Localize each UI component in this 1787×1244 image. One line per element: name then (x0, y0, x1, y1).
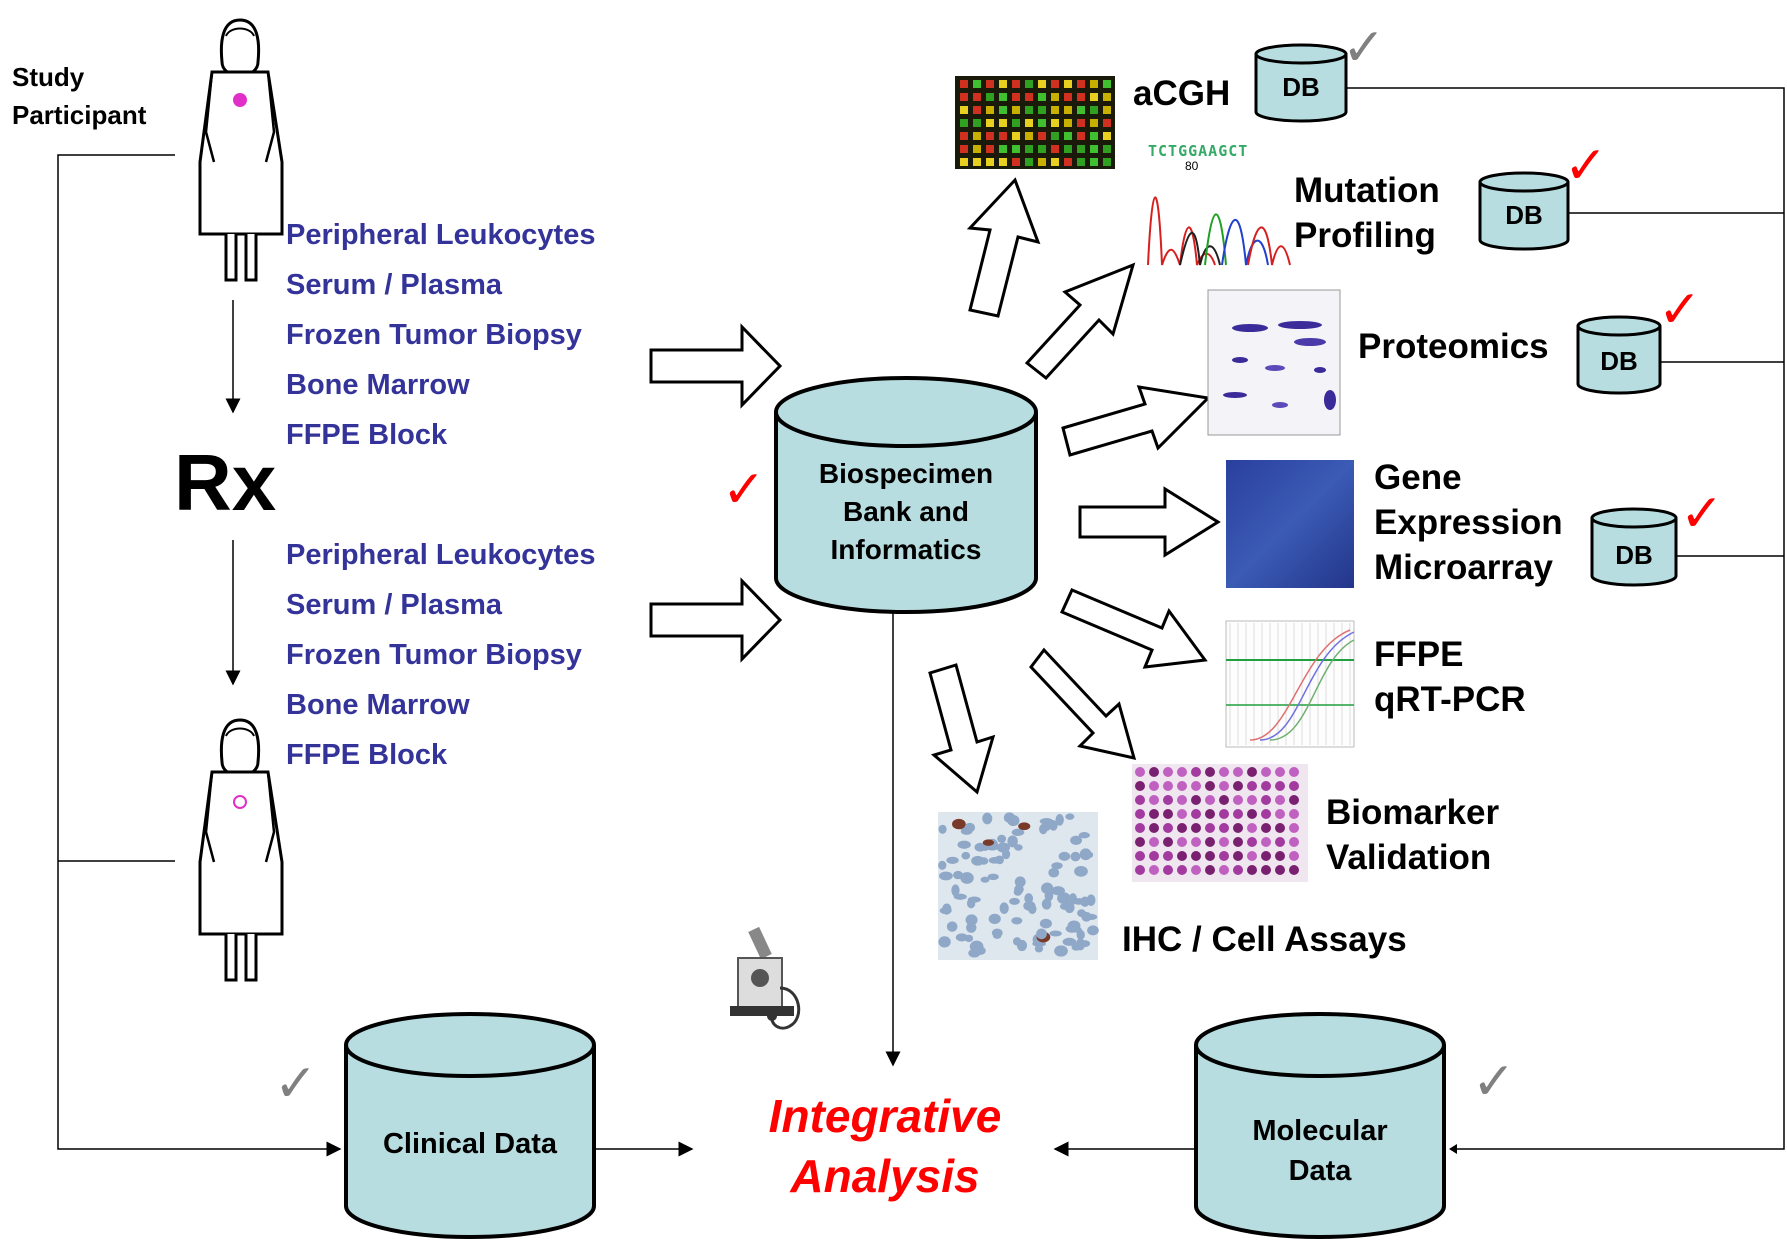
sequence-text: TCTGGAAGCT (1148, 142, 1249, 160)
gene-expression-label: Gene Expression Microarray (1374, 458, 1563, 587)
db-cylinder-acgh (1254, 43, 1348, 123)
block-arrow-qrtpcr (1059, 588, 1208, 669)
biobank-cylinder (774, 376, 1038, 614)
qrtpcr-label: FFPE qRT-PCR (1374, 635, 1526, 719)
block-arrow-pre (649, 323, 783, 409)
ihc-label: IHC / Cell Assays (1122, 920, 1407, 959)
check-acgh-icon: ✓ (1342, 19, 1386, 77)
sequence-position: 80 (1185, 159, 1199, 173)
acgh-label: aCGH (1133, 74, 1231, 113)
gene-expression-image (1226, 460, 1354, 588)
samples-post-list: Peripheral Leukocytes Serum / Plasma Fro… (286, 530, 595, 780)
sample-post-1: Serum / Plasma (286, 589, 502, 621)
biomarker-tissue-array-image (1132, 764, 1308, 882)
acgh-array-image (955, 76, 1115, 169)
check-gene-expression-icon: ✓ (1680, 485, 1724, 543)
biomarker-label: Biomarker Validation (1326, 793, 1500, 877)
check-molecular-icon: ✓ (1472, 1053, 1516, 1111)
sample-pre-4: FFPE Block (286, 419, 448, 451)
sample-post-0: Peripheral Leukocytes (286, 539, 596, 571)
block-arrow-post (649, 577, 783, 663)
block-arrow-gene-expression (1078, 486, 1221, 558)
sample-pre-0: Peripheral Leukocytes (286, 219, 596, 251)
participant-figure-top-icon (198, 18, 284, 282)
molecular-data-cylinder (1194, 1012, 1446, 1239)
treatment-rx-label: Rx (174, 438, 277, 527)
block-arrow-acgh (966, 177, 1041, 318)
clinical-data-label: Clinical Data (382, 1128, 558, 1160)
clinical-data-cylinder (344, 1012, 596, 1239)
sample-post-2: Frozen Tumor Biopsy (286, 639, 582, 671)
db-acgh-line (1346, 87, 1785, 1150)
sample-pre-2: Frozen Tumor Biopsy (286, 319, 582, 351)
db-cylinder-mutation (1478, 171, 1570, 251)
mutation-label: Mutation Profiling (1294, 171, 1440, 255)
ihc-image (938, 812, 1099, 960)
db-cylinder-proteomics (1576, 315, 1662, 395)
block-arrow-mutation (1024, 262, 1136, 381)
samples-pre-list: Peripheral Leukocytes Serum / Plasma Fro… (286, 210, 595, 460)
check-clinical-icon: ✓ (274, 1055, 318, 1113)
db-label-gene-expression: DB (1615, 540, 1653, 570)
db-cylinder-gene-expression (1590, 507, 1678, 587)
study-participant-label: Study Participant (12, 62, 147, 130)
block-arrow-ihc (928, 663, 996, 795)
sample-pre-3: Bone Marrow (286, 369, 470, 401)
sample-post-3: Bone Marrow (286, 689, 470, 721)
biobank-label: Biospecimen Bank and Informatics (818, 458, 994, 565)
mutation-chromatogram-image (1147, 196, 1291, 266)
sample-pre-1: Serum / Plasma (286, 269, 502, 301)
check-biobank-icon: ✓ (722, 461, 766, 519)
participant-figure-bottom-icon (198, 718, 284, 982)
sample-post-4: FFPE Block (286, 739, 448, 771)
check-proteomics-icon: ✓ (1658, 281, 1702, 339)
proteomics-label: Proteomics (1358, 327, 1549, 366)
block-arrow-biomarker (1029, 647, 1137, 761)
participant-to-clinical-line (57, 154, 342, 1157)
block-arrow-proteomics (1061, 385, 1212, 457)
proteomics-gel-image (1207, 289, 1341, 436)
db-label-acgh: DB (1282, 72, 1320, 102)
db-label-mutation: DB (1505, 200, 1543, 230)
microscope-icon (730, 926, 801, 1030)
db-label-proteomics: DB (1600, 346, 1638, 376)
check-mutation-icon: ✓ (1564, 137, 1608, 195)
molecular-data-label: Molecular Data (1252, 1115, 1388, 1187)
integrative-analysis-label: Integrative Analysis (768, 1090, 1002, 1202)
qrtpcr-plot-image (1225, 620, 1355, 748)
